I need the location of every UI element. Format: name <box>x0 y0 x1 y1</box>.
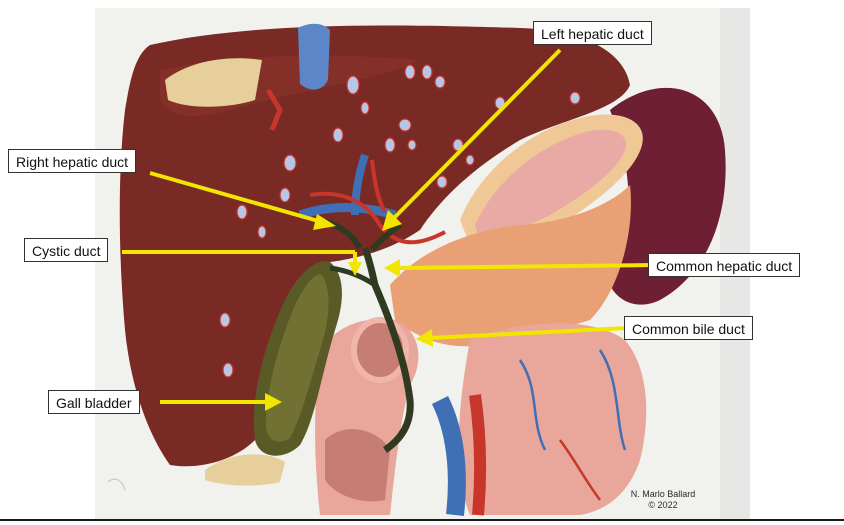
label-common-hepatic-duct: Common hepatic duct <box>648 253 801 277</box>
arrow-common-bile-duct <box>429 326 629 340</box>
photo-credit: N. Marlo Ballard © 2022 <box>618 489 708 511</box>
label-left-hepatic-duct: Left hepatic duct <box>533 21 652 45</box>
common-bile-duct-shape <box>371 283 414 453</box>
arrowhead-right-hepatic-duct <box>313 214 336 230</box>
credit-copyright: © 2022 <box>648 500 678 510</box>
liver-pale-patch-lower <box>205 454 285 486</box>
hilar-vein-up <box>351 153 369 216</box>
inferior-vena-cava <box>298 23 330 90</box>
intestine-vessel-1 <box>518 359 547 451</box>
arrowhead-common-hepatic-duct <box>384 259 400 277</box>
label-common-bile-duct: Common bile duct <box>624 316 753 340</box>
hepatic-artery-up <box>370 159 387 214</box>
arrowhead-gall-bladder <box>265 393 282 411</box>
gallbladder-texture <box>266 274 329 442</box>
liver-vessel-dots <box>219 64 581 378</box>
arrowhead-common-bile-duct <box>416 329 433 347</box>
duodenum-lower-opening <box>325 429 390 502</box>
intestine-vessel-3 <box>558 439 602 501</box>
hepatic-vein-branch <box>265 88 283 131</box>
hepatic-artery <box>309 191 446 245</box>
arrow-common-hepatic-duct <box>397 263 653 270</box>
label-cystic-duct: Cystic duct <box>24 238 109 262</box>
annotation-arrows <box>122 48 653 411</box>
label-gall-bladder: Gall bladder <box>48 390 140 414</box>
hilar-vein-blue <box>298 203 397 220</box>
arrow-left-hepatic-duct <box>390 48 562 222</box>
arrowhead-cystic-duct <box>348 262 362 276</box>
cystic-duct-shape <box>329 265 377 288</box>
label-right-hepatic-duct: Right hepatic duct <box>8 149 137 173</box>
board-mark <box>107 478 126 491</box>
stomach-mucosa <box>475 129 626 236</box>
portal-vein <box>431 395 466 516</box>
small-intestine <box>458 323 647 515</box>
arrow-right-hepatic-duct <box>149 171 323 224</box>
intestine-vessel-2 <box>598 349 627 451</box>
arrowhead-left-hepatic-duct <box>382 210 402 231</box>
liver-pale-patch <box>165 58 262 107</box>
left-hepatic-duct-shape <box>369 222 402 252</box>
bottom-border <box>0 519 844 521</box>
superior-mesenteric-artery <box>469 394 487 516</box>
credit-author: N. Marlo Ballard <box>630 489 696 499</box>
